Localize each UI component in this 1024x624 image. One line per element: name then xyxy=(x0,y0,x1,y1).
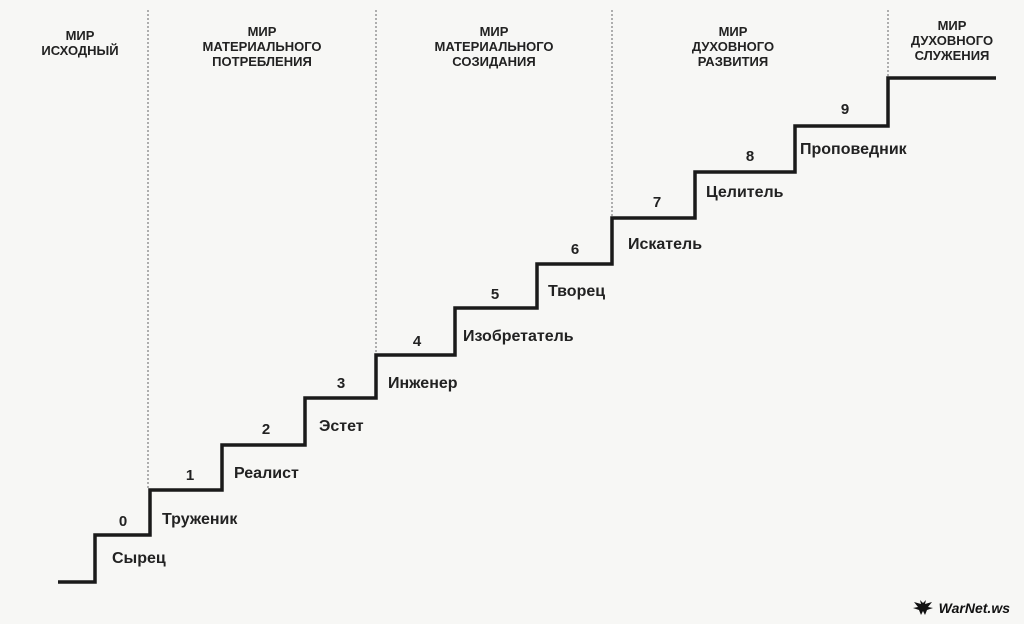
step-label: Эстет xyxy=(319,418,364,435)
step-number: 0 xyxy=(118,513,128,530)
world-title-material-creation: МИР МАТЕРИАЛЬНОГО СОЗИДАНИЯ xyxy=(434,24,554,69)
step-number: 1 xyxy=(185,467,195,484)
step-label: Целитель xyxy=(706,184,784,201)
world-title-spiritual-development: МИР ДУХОВНОГО РАЗВИТИЯ xyxy=(691,24,775,69)
world-title-initial: МИР ИСХОДНЫЙ xyxy=(41,28,119,58)
world-dividers xyxy=(147,10,889,490)
step-number: 9 xyxy=(840,101,850,118)
step-number: 7 xyxy=(652,194,662,211)
world-title-material-consumption: МИР МАТЕРИАЛЬНОГО ПОТРЕБЛЕНИЯ xyxy=(202,24,322,69)
staircase-line xyxy=(58,76,996,584)
step-label: Сырец xyxy=(112,550,166,567)
step-number: 5 xyxy=(490,286,500,303)
step-label: Изобретатель xyxy=(463,328,574,345)
step-label: Инженер xyxy=(388,375,458,392)
step-label: Творец xyxy=(548,283,606,300)
watermark-text: WarNet.ws xyxy=(938,600,1010,616)
world-title-spiritual-service: МИР ДУХОВНОГО СЛУЖЕНИЯ xyxy=(910,18,994,63)
step-number: 4 xyxy=(412,333,422,350)
step-number: 2 xyxy=(261,421,271,438)
step-number: 3 xyxy=(336,375,346,392)
step-label: Искатель xyxy=(628,236,703,253)
step-label: Проповедник xyxy=(800,141,907,158)
eagle-icon xyxy=(912,600,933,615)
step-number: 6 xyxy=(570,241,580,258)
step-label: Реалист xyxy=(234,465,299,482)
step-number: 8 xyxy=(745,148,755,165)
step-label: Труженик xyxy=(162,511,238,528)
watermark: WarNet.ws xyxy=(912,600,1010,616)
